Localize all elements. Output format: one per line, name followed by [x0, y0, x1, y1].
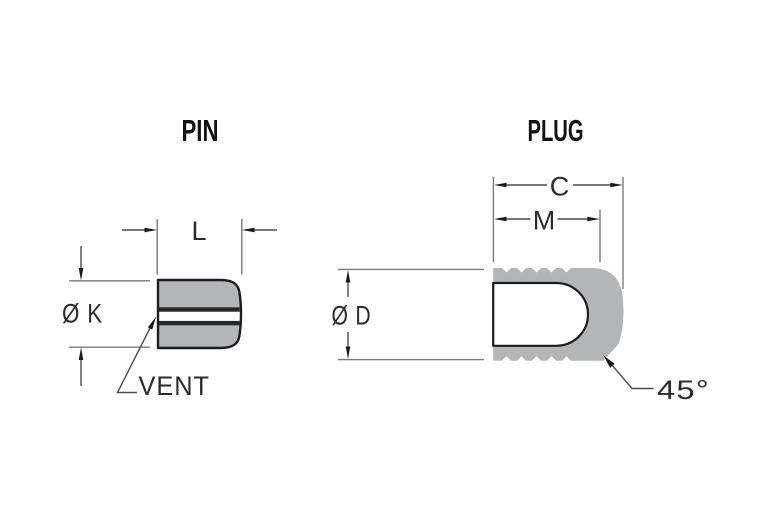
pin-body-outline — [156, 278, 243, 350]
dimension-m: M — [494, 206, 601, 262]
label-c: C — [550, 172, 571, 202]
plug-body — [492, 268, 624, 361]
c-arrow-left — [494, 182, 507, 188]
label-k: Ø K — [62, 299, 103, 329]
vent-band — [158, 307, 241, 326]
dimension-l: L — [122, 216, 277, 275]
pin-title: PIN — [182, 113, 219, 148]
d-arrow-bottom — [345, 346, 351, 359]
d-extension-lines — [338, 268, 484, 361]
l-arrow-left — [144, 227, 158, 233]
pin-view: PIN L Ø K — [62, 113, 277, 401]
vent-leader-line — [116, 324, 153, 394]
dimension-k: Ø K — [62, 246, 150, 386]
dimension-c: C — [492, 172, 624, 289]
label-45deg: 45° — [657, 375, 710, 405]
chamfer-leader-line — [610, 364, 654, 390]
l-arrow-right — [241, 227, 255, 233]
dimension-d: Ø D — [332, 268, 484, 361]
k-extension-lines — [69, 280, 150, 348]
plug-title: PLUG — [528, 113, 584, 148]
k-arrow-top — [78, 268, 84, 281]
vent-gap — [158, 311, 241, 321]
label-l: L — [191, 216, 207, 246]
pin-body — [156, 278, 243, 350]
d-arrow-top — [345, 270, 351, 283]
plug-view: PLUG C M Ø D — [332, 113, 710, 405]
plug-cavity — [492, 281, 590, 347]
vent-leader-arrow — [147, 316, 157, 330]
m-arrow-right — [587, 216, 600, 222]
c-arrow-right — [610, 182, 623, 188]
vent-callout: VENT — [116, 316, 211, 401]
l-extension-lines — [156, 219, 243, 275]
c-extension-lines — [492, 177, 624, 289]
label-m: M — [533, 206, 557, 236]
label-vent: VENT — [139, 371, 211, 401]
chamfer-callout: 45° — [603, 355, 710, 405]
m-arrow-left — [494, 216, 507, 222]
vent-line-bottom — [158, 320, 240, 326]
k-arrow-bottom — [78, 347, 84, 360]
vent-line-top — [158, 307, 240, 312]
label-d: Ø D — [332, 301, 372, 331]
chamfer-leader-arrow — [603, 355, 615, 368]
